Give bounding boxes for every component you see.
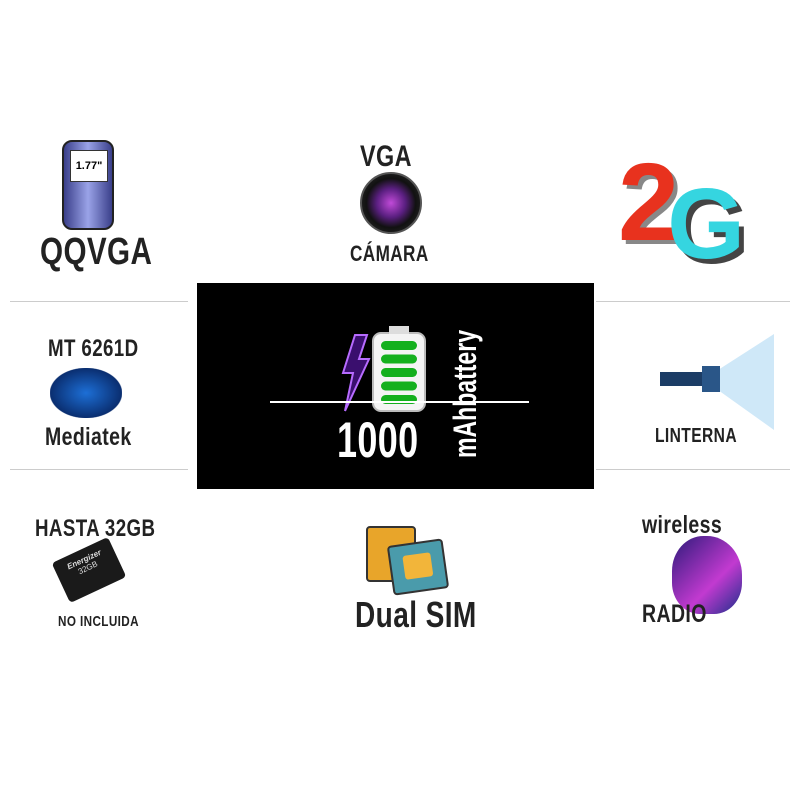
lightning-bolt-icon: [341, 334, 371, 412]
flashlight-icon: [660, 334, 774, 430]
battery-cell: [381, 341, 417, 350]
processor-bottom-label: Mediatek: [45, 423, 132, 451]
camera-top-label: VGA: [360, 140, 412, 173]
battery-cell: [381, 368, 417, 377]
radio-bottom-label: RADIO: [642, 600, 707, 628]
chip-icon: [50, 368, 122, 418]
battery-graphic: [270, 326, 529, 412]
display-label: QQVGA: [40, 231, 153, 273]
memory-bottom-label: NO INCLUIDA: [58, 613, 139, 630]
divider-left-top: [10, 301, 188, 302]
flashlight-label: LINTERNA: [655, 425, 737, 447]
sim-label: Dual SIM: [355, 594, 477, 635]
phone-icon: 1.77": [62, 140, 114, 230]
screen-size-label: 1.77": [70, 150, 108, 182]
camera-bottom-label: CÁMARA: [350, 241, 429, 266]
radio-top-label: wireless: [642, 511, 723, 539]
battery-cell: [381, 354, 417, 364]
battery-word: battery: [447, 329, 483, 407]
2g-icon: 2G: [618, 141, 745, 280]
camera-lens-icon: [360, 172, 422, 234]
battery-unit: mAh: [447, 406, 483, 458]
battery-cell: [381, 381, 417, 391]
divider-right-bottom: [596, 469, 790, 470]
memory-top-label: HASTA 32GB: [35, 515, 156, 542]
processor-top-label: MT 6261D: [48, 335, 139, 362]
sim-card-icon-front: [386, 538, 450, 596]
battery-panel: 1000 mAhbattery: [197, 283, 594, 489]
battery-unit-label: mAhbattery: [447, 280, 484, 458]
battery-capacity: 1000: [337, 412, 419, 468]
headphones-head-icon: [672, 536, 742, 614]
divider-right-top: [596, 301, 790, 302]
divider-left-bottom: [10, 469, 188, 470]
sd-card-icon: Energizer 32GB: [51, 536, 127, 604]
